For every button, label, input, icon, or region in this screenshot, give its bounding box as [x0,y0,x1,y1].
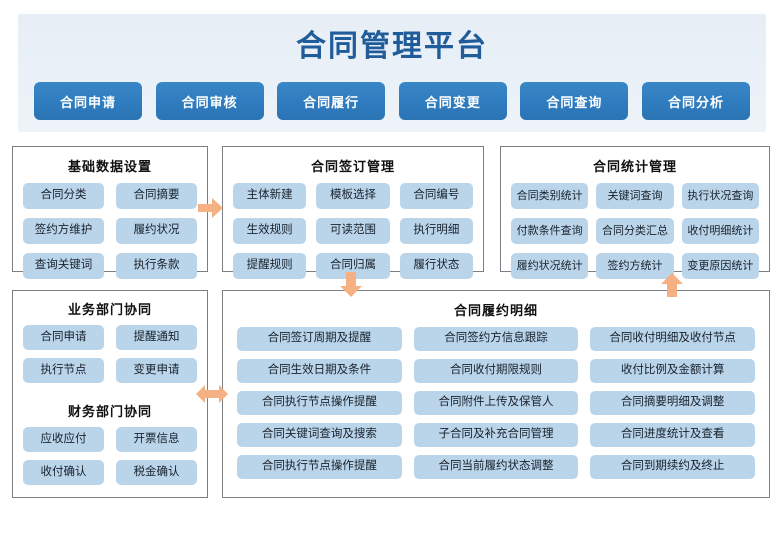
chip-signing-cycle-reminder[interactable]: 合同签订周期及提醒 [237,327,402,351]
panel-title-contract-statistics-management: 合同统计管理 [592,159,677,174]
chip-receipt-detail-and-nodes[interactable]: 合同收付明细及收付节点 [590,327,755,351]
chip-business-change-request[interactable]: 变更申请 [116,358,197,383]
section-title-finance-department: 财务部门协同 [67,404,152,419]
nav-button-contract-analyze[interactable]: 合同分析 [641,82,750,120]
chip-contract-summary[interactable]: 合同摘要 [116,183,197,209]
chip-effective-date-conditions[interactable]: 合同生效日期及条件 [237,359,402,383]
chip-effective-rule[interactable]: 生效规则 [233,218,307,244]
chip-signatory-maintain[interactable]: 签约方维护 [23,218,104,244]
chip-finance-invoice-info[interactable]: 开票信息 [116,427,197,452]
chip-reminder-rule[interactable]: 提醒规则 [233,253,307,279]
chip-receipt-term-rules[interactable]: 合同收付期限规则 [413,359,579,383]
chip-change-reason-stats[interactable]: 变更原因统计 [681,253,759,279]
primary-nav: 合同申请 合同审核 合同履行 合同变更 合同查询 合同分析 [34,82,750,120]
chip-performance-state[interactable]: 履行状态 [399,253,473,279]
chip-signatory-stats[interactable]: 签约方统计 [596,253,674,279]
chip-execution-terms[interactable]: 执行条款 [116,253,197,279]
nav-button-contract-perform[interactable]: 合同履行 [277,82,386,120]
chip-progress-stats-view[interactable]: 合同进度统计及查看 [590,423,755,447]
nav-button-contract-query[interactable]: 合同查询 [520,82,629,120]
chip-keyword-query[interactable]: 关键词查询 [596,183,674,209]
chip-receipt-ratio-amount-calc[interactable]: 收付比例及金额计算 [590,359,755,383]
chip-signatory-info-tracking[interactable]: 合同签约方信息跟踪 [413,327,579,351]
nav-button-contract-review[interactable]: 合同审核 [155,82,264,120]
chip-receipt-payment-stats[interactable]: 收付明细统计 [681,218,759,244]
nav-button-contract-apply[interactable]: 合同申请 [34,82,142,120]
chip-query-keyword[interactable]: 查询关键词 [23,253,104,279]
chip-finance-tax-confirm[interactable]: 税金确认 [116,460,197,485]
chip-grid-contract-performance-detail: 合同签订周期及提醒 合同签约方信息跟踪 合同收付明细及收付节点 合同生效日期及条… [223,327,769,489]
arrow-up-icon [660,272,684,298]
chip-business-reminder-notice[interactable]: 提醒通知 [116,325,197,350]
chip-keyword-query-search[interactable]: 合同关键词查询及搜索 [237,423,402,447]
panel-contract-statistics-management: 合同统计管理 合同类别统计 关键词查询 执行状况查询 付款条件查询 合同分类汇总… [500,146,770,279]
chip-attachment-upload-custodian[interactable]: 合同附件上传及保管人 [413,391,579,415]
chip-execution-detail[interactable]: 执行明细 [399,218,473,244]
arrow-down-icon [339,272,363,298]
chip-performance-status-stats[interactable]: 履约状况统计 [511,253,589,279]
chip-payment-terms-query[interactable]: 付款条件查询 [511,218,589,244]
chip-business-contract-apply[interactable]: 合同申请 [23,325,104,350]
chip-finance-receivable-payable[interactable]: 应收应付 [23,427,104,452]
chip-readable-scope[interactable]: 可读范围 [316,218,390,244]
chip-grid-business-department: 合同申请 提醒通知 执行节点 变更申请 [13,325,207,393]
page-title: 合同管理平台 [296,30,488,63]
section-title-business-department: 业务部门协同 [67,302,152,317]
chip-execution-status-query[interactable]: 执行状况查询 [681,183,759,209]
panel-base-data-settings: 基础数据设置 合同分类 合同摘要 签约方维护 履约状况 查询关键词 执行条款 [12,146,208,279]
chip-expiry-renewal-termination[interactable]: 合同到期续约及终止 [590,455,755,479]
chip-performance-status[interactable]: 履约状况 [116,218,197,244]
chip-template-select[interactable]: 模板选择 [316,183,390,209]
nav-button-contract-change[interactable]: 合同变更 [398,82,507,120]
panel-title-base-data-settings: 基础数据设置 [67,159,152,174]
chip-grid-contract-signing-management: 主体新建 模板选择 合同编号 生效规则 可读范围 执行明细 提醒规则 合同归属 … [223,183,483,289]
chip-contract-category-summary[interactable]: 合同分类汇总 [596,218,674,244]
chip-contract-category[interactable]: 合同分类 [23,183,104,209]
chip-execution-node-reminder-1[interactable]: 合同执行节点操作提醒 [237,391,402,415]
chip-grid-finance-department: 应收应付 开票信息 收付确认 税金确认 [13,427,207,495]
panel-title-contract-signing-management: 合同签订管理 [310,159,395,174]
header-banner: 合同管理平台 合同申请 合同审核 合同履行 合同变更 合同查询 合同分析 [18,14,766,132]
chip-contract-type-stats[interactable]: 合同类别统计 [511,183,589,209]
arrow-right-icon [198,195,224,221]
chip-business-execution-node[interactable]: 执行节点 [23,358,104,383]
arrow-left-right-icon [196,383,228,405]
chip-entity-create[interactable]: 主体新建 [233,183,307,209]
panel-title-contract-performance-detail: 合同履约明细 [453,303,538,318]
chip-sub-supplementary-contract[interactable]: 子合同及补充合同管理 [413,423,579,447]
chip-finance-receipt-confirm[interactable]: 收付确认 [23,460,104,485]
chip-contract-number[interactable]: 合同编号 [399,183,473,209]
chip-current-performance-adjust[interactable]: 合同当前履约状态调整 [413,455,579,479]
panel-department-collaboration: 业务部门协同 合同申请 提醒通知 执行节点 变更申请 财务部门协同 应收应付 开… [12,290,208,498]
chip-grid-base-data-settings: 合同分类 合同摘要 签约方维护 履约状况 查询关键词 执行条款 [13,183,207,289]
panel-contract-signing-management: 合同签订管理 主体新建 模板选择 合同编号 生效规则 可读范围 执行明细 提醒规… [222,146,484,279]
chip-execution-node-reminder-2[interactable]: 合同执行节点操作提醒 [237,455,402,479]
panel-contract-performance-detail: 合同履约明细 合同签订周期及提醒 合同签约方信息跟踪 合同收付明细及收付节点 合… [222,290,770,498]
chip-summary-detail-adjust[interactable]: 合同摘要明细及调整 [590,391,755,415]
chip-grid-contract-statistics-management: 合同类别统计 关键词查询 执行状况查询 付款条件查询 合同分类汇总 收付明细统计… [501,183,769,289]
